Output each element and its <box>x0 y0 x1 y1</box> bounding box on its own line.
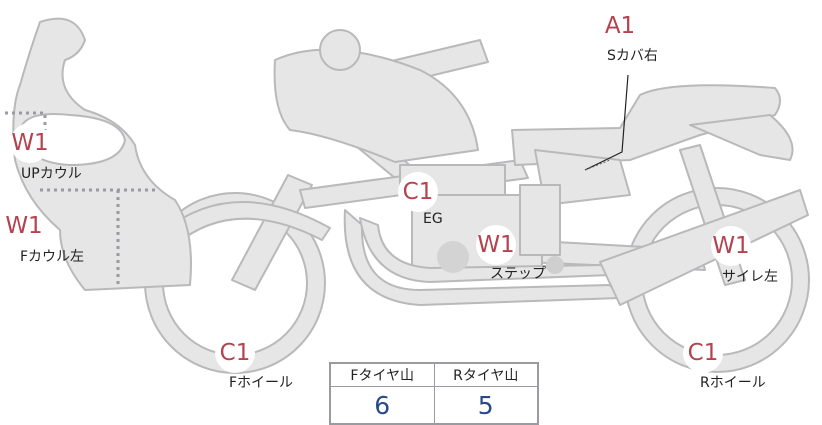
front-tread-header: Fタイヤ山 <box>329 362 435 387</box>
label-up-cowl: UPカウル <box>21 166 82 182</box>
label-side-left: サイレ左 <box>722 269 778 285</box>
rear-tread-value: 5 <box>433 386 539 425</box>
grade-marker-f-cowl-left: W1 <box>4 206 44 246</box>
grade-marker-s-cover-right: A1 <box>600 6 640 46</box>
front-fork-shape <box>231 174 313 291</box>
label-s-cover-right: Sカバ右 <box>607 48 658 64</box>
label-f-cowl-left: Fカウル左 <box>20 249 85 265</box>
grade-marker-step: W1 <box>476 225 516 265</box>
label-step: ステップ <box>490 266 546 282</box>
label-engine: EG <box>423 211 443 227</box>
tire-tread-table: Fタイヤ山 Rタイヤ山 6 5 <box>329 362 539 425</box>
grade-marker-side-left: W1 <box>711 226 751 266</box>
grade-marker-f-wheel: C1 <box>215 333 255 373</box>
seat-shape <box>511 84 781 166</box>
label-r-wheel: Rホイール <box>700 375 766 391</box>
grade-marker-up-cowl: W1 <box>10 123 50 163</box>
front-tread-value: 6 <box>329 386 435 425</box>
label-f-wheel: Fホイール <box>229 375 294 391</box>
grade-marker-r-wheel: C1 <box>683 333 723 373</box>
grade-marker-engine: C1 <box>398 172 438 212</box>
rear-tread-header: Rタイヤ山 <box>433 362 539 387</box>
muffler-shape <box>599 189 809 306</box>
